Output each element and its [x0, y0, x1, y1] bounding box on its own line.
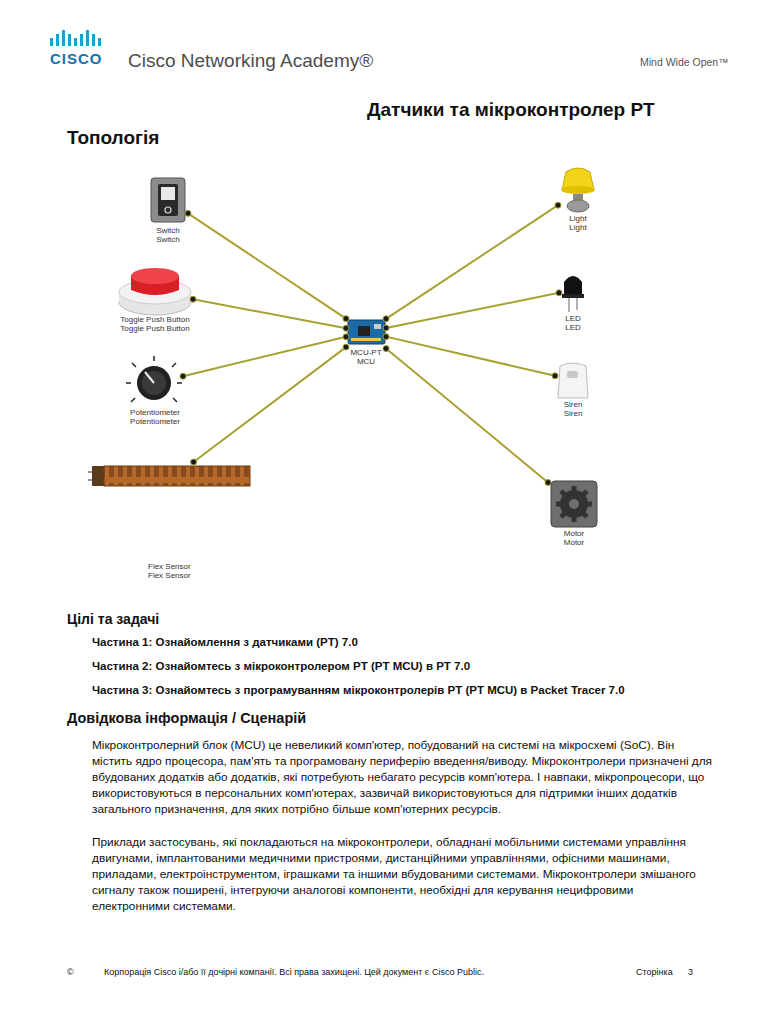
footer-copyright: ©	[67, 967, 74, 977]
motor-device: MotorMotor	[548, 478, 600, 549]
link-cable	[386, 205, 558, 319]
objective-item: Частина 2: Ознайомтесь з мікроконтролеро…	[92, 660, 470, 672]
potentiometer-icon	[126, 356, 182, 402]
port-dot	[383, 325, 389, 331]
port-dot	[556, 290, 562, 296]
device-label: Siren	[555, 409, 591, 418]
light-device: LightLight	[558, 164, 598, 234]
device-label: MCU-PT	[346, 348, 386, 357]
academy-name: Cisco Networking Academy®	[128, 50, 373, 72]
link-cable	[183, 337, 346, 376]
device-label: Motor	[548, 529, 600, 538]
footer-page: Сторінка	[636, 967, 673, 977]
port-dot	[191, 459, 197, 465]
page-title: Датчики та мікроконтролер PT	[367, 99, 655, 121]
device-label: Toggle Push Button	[117, 315, 193, 324]
light-icon	[561, 168, 595, 212]
port-dot	[190, 296, 196, 302]
objective-item: Частина 1: Ознайомлення з датчиками (PT)…	[92, 636, 358, 648]
motor-icon	[551, 481, 597, 527]
link-cable	[194, 347, 346, 462]
body-paragraph: Приклади застосувань, які покладаються н…	[92, 834, 712, 914]
flex-sensor-device: Flex SensorFlex Sensor	[88, 462, 254, 582]
switch-device: SwitchSwitch	[148, 176, 188, 246]
link-cable	[386, 349, 548, 483]
led-device: LEDLED	[559, 270, 587, 334]
device-label: LED	[559, 314, 587, 323]
device-label: Light	[558, 223, 598, 232]
objective-item: Частина 3: Ознайомтесь з програмуванням …	[92, 684, 625, 696]
device-label: Siren	[555, 400, 591, 409]
siren-device: SirenSiren	[555, 360, 591, 420]
switch-icon	[151, 178, 185, 222]
cisco-logo-bars	[50, 30, 101, 46]
device-label: LED	[559, 323, 587, 332]
device-label: Potentiometer	[127, 408, 183, 417]
device-label: Switch	[148, 235, 188, 244]
port-dot	[185, 210, 191, 216]
link-cable	[386, 293, 559, 328]
push-button-device: Toggle Push ButtonToggle Push Button	[117, 266, 193, 335]
footer-text: Корпорація Cisco і/або її дочірні компан…	[104, 967, 484, 977]
port-dot	[343, 334, 349, 340]
page-number: 3	[688, 967, 693, 977]
device-label: Potentiometer	[127, 417, 183, 426]
mcu-device: MCU-PTMCU	[346, 318, 386, 368]
link-cable	[193, 299, 346, 328]
section-heading: Цілі та задачі	[67, 611, 159, 627]
port-dot	[180, 373, 186, 379]
device-label: MCU	[346, 357, 386, 366]
device-label: Motor	[548, 538, 600, 547]
flex-sensor-icon	[88, 466, 250, 486]
mcu-board-icon	[348, 320, 385, 344]
logo-wordmark: CISCO	[50, 50, 103, 67]
port-dot	[343, 316, 349, 322]
led-icon	[562, 276, 584, 312]
device-label: Flex Sensor	[148, 571, 254, 580]
port-dot	[552, 373, 558, 379]
siren-icon	[558, 363, 588, 398]
tagline: Mind Wide Open™	[640, 56, 729, 68]
section-heading: Довідкова інформація / Сценарій	[67, 710, 306, 726]
push-button-icon	[119, 268, 191, 315]
device-label: Light	[558, 214, 598, 223]
device-label: Flex Sensor	[148, 562, 254, 571]
body-paragraph: Мікроконтролерний блок (MCU) це невелики…	[92, 737, 712, 817]
device-label: Toggle Push Button	[117, 324, 193, 333]
port-dot	[343, 344, 349, 350]
device-label: Switch	[148, 226, 188, 235]
potentiometer-device: PotentiometerPotentiometer	[127, 358, 183, 428]
port-dot	[343, 325, 349, 331]
port-dot	[383, 334, 389, 340]
port-dot	[383, 346, 389, 352]
port-dot	[383, 316, 389, 322]
port-dot	[545, 480, 551, 486]
section-heading: Топологія	[67, 127, 159, 149]
port-dot	[555, 202, 561, 208]
